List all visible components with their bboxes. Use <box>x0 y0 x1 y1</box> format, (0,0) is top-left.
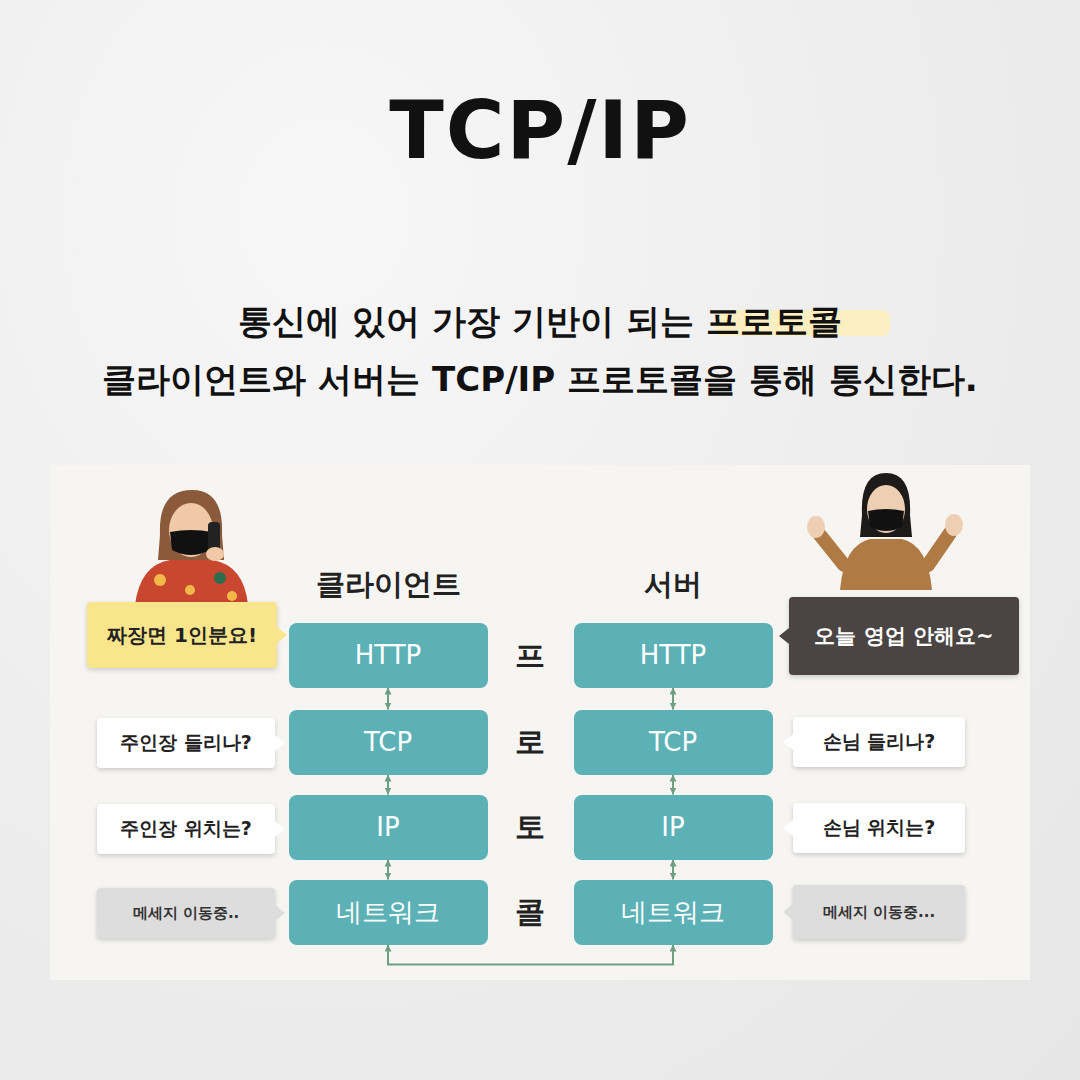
node-text: HTTP <box>355 640 422 670</box>
mask <box>868 509 904 531</box>
protocol-layer: TCP <box>289 710 488 775</box>
connector <box>388 945 673 965</box>
protocol-letter: 프 <box>515 636 545 677</box>
shirt-pattern <box>154 574 166 586</box>
face <box>169 503 213 557</box>
connector <box>387 688 389 710</box>
connector <box>387 860 389 880</box>
node-text: IP <box>661 812 684 842</box>
shirt-pattern <box>214 572 226 584</box>
node-text: 네트워크 <box>621 895 725 930</box>
subtitle: 클라이언트와 서버는 TCP/IP 프로토콜을 통해 통신한다. <box>102 357 977 403</box>
protocol-layer: HTTP <box>574 623 773 688</box>
node-text: 주인장 위치는? <box>120 816 252 842</box>
shirt <box>135 560 248 605</box>
connector <box>672 688 674 710</box>
speech-bubble: 오늘 영업 안해요~ <box>789 597 1019 675</box>
node-text: 오늘 영업 안해요~ <box>814 622 993 650</box>
connector <box>672 775 674 795</box>
hair <box>158 490 224 560</box>
node-text: 메세지 이동중.. <box>133 904 240 923</box>
subtitle: 통신에 있어 가장 기반이 되는 프로토콜 <box>238 299 841 345</box>
status-bubble: 메세지 이동중... <box>793 885 965 939</box>
protocol-layer: 네트워크 <box>289 880 488 945</box>
protocol-letter: 콜 <box>515 892 545 933</box>
connector <box>387 775 389 795</box>
protocol-layer: IP <box>289 795 488 860</box>
node-text: 주인장 들리나? <box>120 730 252 756</box>
protocol-layer: 네트워크 <box>574 880 773 945</box>
protocol-layer: HTTP <box>289 623 488 688</box>
protocol-layer: TCP <box>574 710 773 775</box>
hand <box>945 514 963 536</box>
server-person <box>800 465 970 590</box>
node-text: 손님 들리나? <box>823 729 936 755</box>
title: TCP/IP <box>389 84 691 177</box>
hand <box>206 547 224 561</box>
protocol-layer: IP <box>574 795 773 860</box>
node-text: IP <box>376 812 399 842</box>
arm <box>820 535 844 565</box>
face <box>867 485 905 533</box>
column-heading: 서버 <box>644 565 702 605</box>
hair <box>860 473 912 537</box>
node-text: TCP <box>364 727 412 757</box>
shirt-pattern <box>185 585 195 595</box>
protocol-letter: 로 <box>515 722 545 763</box>
speech-bubble: 주인장 위치는? <box>97 804 275 854</box>
node-text: 손님 위치는? <box>823 815 936 841</box>
mask <box>170 530 212 555</box>
speech-bubble: 짜장면 1인분요! <box>87 602 277 668</box>
node-text: 메세지 이동중... <box>823 903 935 922</box>
speech-bubble: 손님 위치는? <box>793 803 965 853</box>
shirt-pattern <box>227 591 237 601</box>
column-heading: 클라이언트 <box>316 565 461 605</box>
client-person <box>120 480 260 605</box>
arm <box>928 533 950 565</box>
node-text: 짜장면 1인분요! <box>107 622 257 649</box>
node-text: TCP <box>649 727 697 757</box>
speech-bubble: 손님 들리나? <box>793 717 965 767</box>
cardigan <box>840 539 932 590</box>
node-text: 네트워크 <box>336 895 440 930</box>
protocol-letter: 토 <box>515 807 545 848</box>
speech-bubble: 주인장 들리나? <box>97 718 275 768</box>
status-bubble: 메세지 이동중.. <box>97 888 275 938</box>
node-text: HTTP <box>640 640 707 670</box>
connector <box>672 860 674 880</box>
hand <box>807 516 825 538</box>
